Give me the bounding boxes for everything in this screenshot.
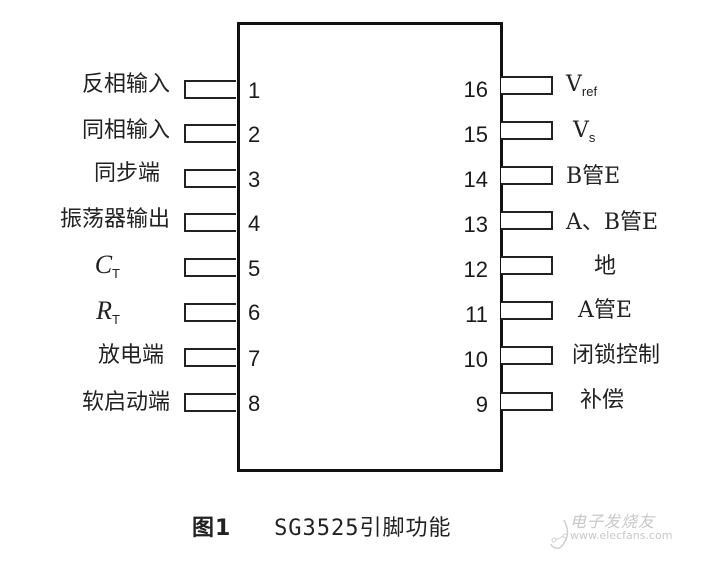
figure-title: SG3525引脚功能 — [274, 516, 452, 541]
pin-12-number: 12 — [463, 257, 488, 282]
pin-1-lead — [184, 80, 236, 99]
pin-6-label: RT — [96, 298, 120, 333]
pin-12-lead — [501, 256, 553, 275]
pin-5-label-sub: T — [112, 266, 120, 281]
pin-2-lead — [184, 124, 236, 143]
pin-5-lead — [184, 258, 236, 277]
pin-8-label: 软启动端 — [81, 390, 170, 415]
pin-16-number: 16 — [463, 77, 488, 102]
pin-4-label: 振荡器输出 — [59, 207, 170, 232]
pin-14-label: B管E — [566, 164, 621, 189]
pin-7-label: 放电端 — [97, 343, 164, 368]
pin-4-lead — [184, 213, 236, 232]
pin-12-label: 地 — [594, 254, 617, 279]
pin-9-label: 补偿 — [580, 388, 625, 413]
pin-1-number: 1 — [248, 78, 261, 103]
pin-11-label: A管E — [578, 298, 632, 323]
pin-9-number: 9 — [475, 392, 488, 417]
pin-6-number: 6 — [248, 300, 261, 325]
pin-9-lead — [501, 392, 553, 411]
pin-15-number: 15 — [463, 122, 488, 147]
watermark: 电子发烧友 www.elecfans.com — [570, 512, 673, 543]
pin-1-label: 反相输入 — [81, 72, 170, 97]
pin-14-number: 14 — [463, 167, 488, 192]
pin-6-lead — [184, 303, 236, 322]
pin-3-label: 同步端 — [93, 161, 160, 186]
pin-16-label: Vref — [566, 72, 597, 105]
figure-label: 图1 — [192, 516, 232, 541]
pin-3-lead — [184, 169, 236, 188]
pin-3-number: 3 — [248, 167, 261, 192]
pin-14-lead — [501, 166, 553, 185]
pin-16-label-main: V — [566, 72, 582, 97]
pin-10-lead — [501, 346, 553, 365]
pin-15-lead — [501, 121, 553, 140]
pin-5-number: 5 — [248, 256, 261, 281]
pin-4-number: 4 — [248, 211, 261, 236]
figure-caption: 图1 SG3525引脚功能 — [192, 510, 452, 542]
pin-11-lead — [501, 301, 553, 320]
pin-8-lead — [184, 393, 236, 412]
watermark-url: www.elecfans.com — [570, 529, 673, 542]
pin-13-number: 13 — [463, 212, 488, 237]
pin-6-label-sub: T — [112, 312, 120, 327]
pin-5-label: CT — [95, 252, 120, 287]
watermark-cn: 电子发烧友 — [570, 512, 656, 531]
pin-10-label: 闭锁控制 — [572, 343, 661, 368]
ic-body — [237, 22, 503, 472]
pin-13-label: A、B管E — [566, 210, 659, 235]
pin-11-number: 11 — [465, 302, 488, 327]
pin-7-lead — [184, 348, 236, 367]
pin-15-label: Vs — [573, 118, 595, 151]
pin-5-label-main: C — [94, 250, 113, 279]
pin-15-label-main: V — [573, 118, 589, 143]
pin-6-label-main: R — [96, 296, 113, 325]
pin-16-label-sub: ref — [581, 84, 598, 99]
pin-2-number: 2 — [248, 122, 261, 147]
pin-7-number: 7 — [248, 346, 261, 371]
pin-13-lead — [501, 211, 553, 230]
watermark-logo-icon — [550, 519, 569, 549]
pin-8-number: 8 — [248, 391, 261, 416]
pin-15-label-sub: s — [588, 130, 596, 145]
pin-2-label: 同相输入 — [81, 118, 170, 143]
pin-16-lead — [501, 76, 553, 95]
pin-10-number: 10 — [463, 347, 488, 372]
